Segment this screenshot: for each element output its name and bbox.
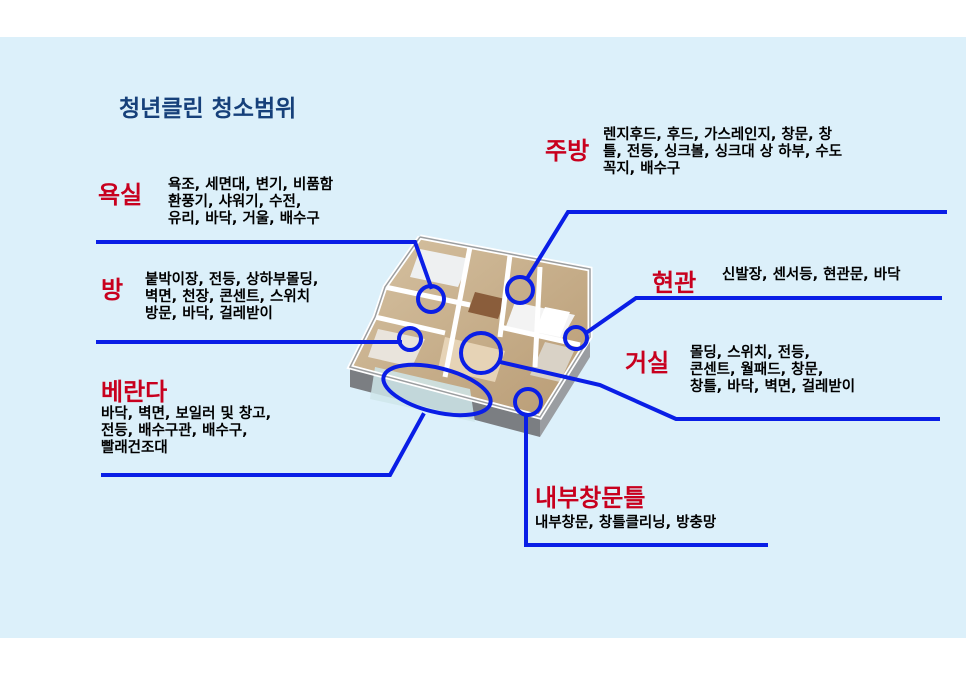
kitchen-items: 렌지후드, 후드, 가스레인지, 창문, 창 틀, 전등, 싱크볼, 싱크대 상… [603,127,842,178]
room-items: 붙박이장, 전등, 상하부몰딩, 벽면, 천장, 콘센트, 스위치 방문, 바닥… [145,272,318,323]
bathroom-items: 욕조, 세면대, 변기, 비품함 환풍기, 샤워기, 수전, 유리, 바닥, 거… [168,177,333,228]
room-item-line: 붙박이장, 전등, 상하부몰딩, [145,272,319,288]
entrance-item-line: 신발장, 센서등, 현관문, 바닥 [722,267,901,283]
infographic-panel: 청년클린 청소범위 욕실 욕조, 세면대, 변기, 비품함 환풍기, 샤워기, … [0,37,966,638]
kitchen-item-line: 틀, 전등, 싱크볼, 싱크대 상 하부, 수도 [603,144,843,160]
bathroom-label: 욕실 [98,181,143,209]
room-item-line: 벽면, 천장, 콘센트, 스위치 [145,289,311,305]
window-frames-label: 내부창문틀 [535,484,646,512]
page-title: 청년클린 청소범위 [119,96,297,122]
bathroom-item-line: 욕조, 세면대, 변기, 비품함 [168,177,334,193]
balcony-item-line: 빨래건조대 [101,440,168,456]
window-frames-item-line: 내부창문, 창틀클리닝, 방충망 [535,515,717,531]
living-room-label: 거실 [625,349,670,377]
balcony-items: 바닥, 벽면, 보일러 및 창고, 전등, 배수구관, 배수구, 빨래건조대 [101,406,271,457]
balcony-item-line: 바닥, 벽면, 보일러 및 창고, [101,406,272,422]
leader-lines [96,210,947,547]
balcony-label: 베란다 [101,378,168,406]
room-item-line: 방문, 바닥, 걸레받이 [145,306,273,322]
living-room-item-line: 콘센트, 월패드, 창문, [690,362,824,378]
kitchen-item-line: 꼭지, 배수구 [603,161,681,177]
living-room-item-line: 창틀, 바닥, 벽면, 걸레받이 [690,379,856,395]
floor-plan-illustration [96,210,947,547]
balcony-item-line: 전등, 배수구관, 배수구, [101,423,248,439]
bathroom-item-line: 환풍기, 샤워기, 수전, [168,194,302,210]
kitchen-item-line: 렌지후드, 후드, 가스레인지, 창문, 창 [603,127,832,143]
window-frames-items: 내부창문, 창틀클리닝, 방충망 [535,515,716,532]
living-room-items: 몰딩, 스위치, 전등, 콘센트, 월패드, 창문, 창틀, 바닥, 벽면, 걸… [690,345,855,396]
room-label: 방 [101,276,124,304]
kitchen-label: 주방 [545,137,590,165]
bathroom-item-line: 유리, 바닥, 거울, 배수구 [168,211,320,227]
entrance-label: 현관 [652,269,697,297]
living-room-item-line: 몰딩, 스위치, 전등, [690,345,811,361]
entrance-items: 신발장, 센서등, 현관문, 바닥 [722,267,900,284]
